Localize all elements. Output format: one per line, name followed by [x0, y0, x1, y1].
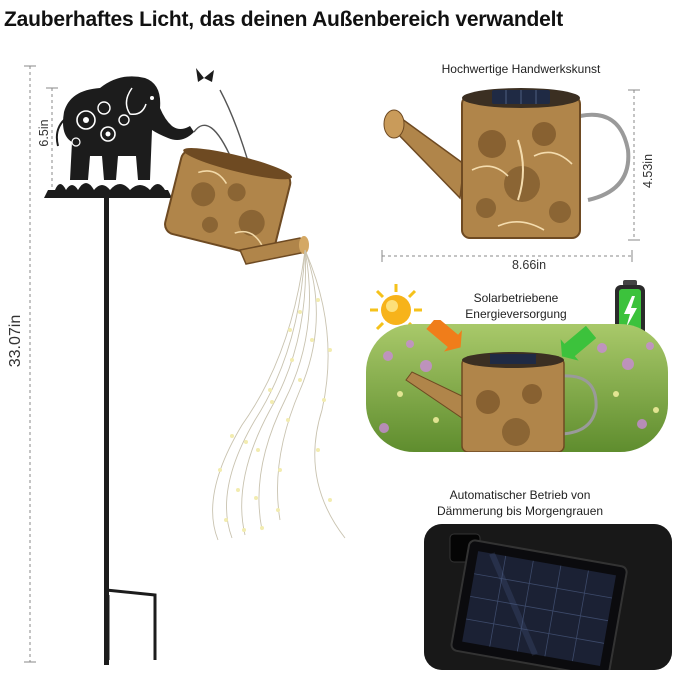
solar-scene-panel	[366, 324, 668, 452]
can-width-label: 8.66in	[511, 258, 547, 272]
solar-caption-line2: Energieversorgung	[465, 307, 567, 321]
top-height-label: 6.5in	[37, 119, 51, 147]
total-height-label: 33.07in	[7, 314, 24, 368]
auto-caption-line2: Dämmerung bis Morgengrauen	[436, 504, 604, 518]
green-arrow-icon	[556, 326, 596, 366]
headline: Zauberhaftes Licht, das deinen Außenbere…	[4, 8, 564, 31]
solar-caption-line1: Solarbetriebene	[473, 291, 559, 305]
main-product-illustration	[0, 50, 360, 676]
can-height-label: 4.53in	[641, 153, 655, 189]
watering-can-closeup	[368, 80, 668, 276]
craftsmanship-caption: Hochwertige Handwerkskunst	[441, 62, 601, 76]
solar-panel-closeup	[424, 524, 672, 670]
orange-arrow-icon	[424, 320, 464, 360]
auto-caption-line1: Automatischer Betrieb von	[449, 488, 591, 502]
